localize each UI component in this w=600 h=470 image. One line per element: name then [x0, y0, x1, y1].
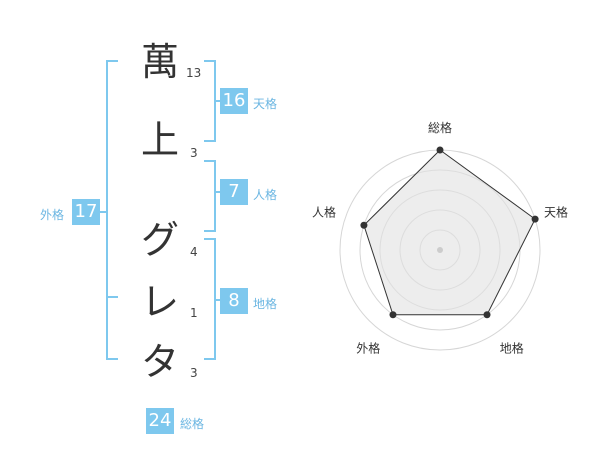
name-char-3: グ: [140, 218, 179, 262]
radar-ring: [419, 229, 461, 271]
name-char-1: 萬: [140, 40, 179, 84]
radar-point-5: [360, 221, 368, 229]
name-char-4: レ: [140, 280, 179, 324]
jinkaku-bracket: [204, 160, 216, 232]
radar-point-4: [389, 311, 397, 319]
radar-point-3: [483, 311, 491, 319]
tenkaku-connector: [214, 100, 222, 102]
stroke-count-3: 4: [190, 245, 198, 259]
radar-point-1: [436, 146, 444, 154]
radar-center: [437, 247, 443, 253]
radar-ring: [399, 209, 481, 291]
radar-axis-label-2: 天格: [544, 204, 568, 219]
jinkaku-value: 7: [220, 179, 248, 205]
radar-point-2: [531, 215, 539, 223]
name-char-2: 上: [140, 118, 179, 162]
chikaku-label: 地格: [253, 297, 278, 311]
radar-ring: [359, 169, 521, 331]
radar-polygon: [363, 149, 536, 316]
gaikaku-value: 17: [72, 199, 100, 225]
stroke-count-4: 1: [190, 306, 198, 320]
radar-axis-label-5: 人格: [312, 204, 336, 219]
stroke-count-1: 13: [186, 66, 202, 80]
tenkaku-value: 16: [220, 88, 248, 114]
gaikaku-bracket: [106, 60, 118, 360]
gaikaku-label: 外格: [40, 208, 65, 222]
radar-axis-label-1: 総格: [428, 120, 452, 135]
stroke-count-2: 3: [190, 146, 198, 160]
stroke-count-5: 3: [190, 366, 198, 380]
gaikaku-bracket-midtick: [106, 296, 118, 298]
tenkaku-label: 天格: [253, 97, 278, 111]
gaikaku-bracket-connector: [100, 211, 108, 213]
chikaku-connector: [214, 299, 222, 301]
radar-axis-label-3: 地格: [500, 341, 524, 356]
soukaku-value: 24: [146, 408, 174, 434]
jinkaku-connector: [214, 191, 222, 193]
jinkaku-label: 人格: [253, 188, 278, 202]
chikaku-value: 8: [220, 288, 248, 314]
radar-axis-label-4: 外格: [356, 341, 380, 356]
soukaku-label: 総格: [180, 417, 205, 431]
radar-ring: [339, 149, 541, 351]
name-char-5: タ: [140, 340, 179, 384]
radar-ring: [379, 189, 501, 311]
